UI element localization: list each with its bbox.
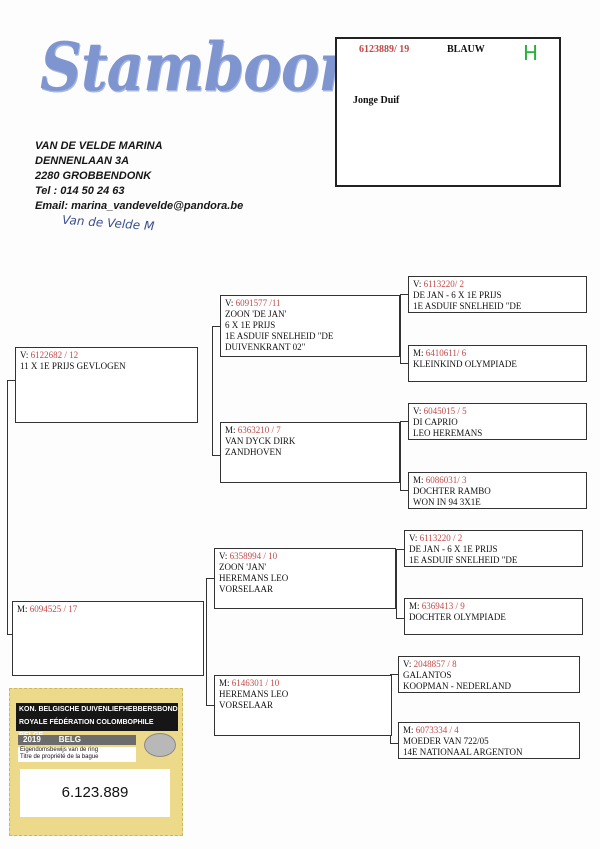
pedigree-box-fm: M: 6363210 / 7 VAN DYCK DIRK ZANDHOVEN [220, 422, 400, 483]
handwritten-signature: Van de Velde M [61, 212, 155, 234]
pedigree-box-mother: M: 6094525 / 17 [12, 601, 204, 676]
pedigree-box-mm: M: 6146301 / 10 HEREMANS LEO VORSELAAR [214, 675, 392, 736]
pedigree-box-mf: V: 6358994 / 10 ZOON 'JAN' HEREMANS LEO … [214, 548, 396, 609]
ring-number: 6045015 / 5 [423, 406, 467, 416]
card-sub-fr: Titre de propriété de la bague [20, 754, 99, 760]
ring-number: 6358994 / 10 [229, 551, 278, 561]
ring-certificate-card: KON. BELGISCHE DUIVENLIEFHEBBERSBOND ROY… [9, 688, 183, 836]
ring-number: 6146301 / 10 [231, 678, 280, 688]
ring-number: 6073334 / 4 [415, 725, 459, 735]
pedigree-box-father: V: 6122682 / 12 11 X 1E PRIJS GEVLOGEN [15, 347, 198, 423]
card-header: KON. BELGISCHE DUIVENLIEFHEBBERSBOND ROY… [16, 703, 178, 739]
pigeon-ring-number: 6123889/ 19 [359, 44, 410, 55]
pedigree-box-mfm: M: 6369413 / 9 DOCHTER OLYMPIADE [404, 598, 583, 635]
ring-number: 6113220/ 2 [423, 279, 465, 289]
card-sub-nl: Eigendomsbewijs van de ring [20, 747, 99, 753]
ring-number: 6363210 / 7 [237, 425, 281, 435]
ring-number: 2048857 / 8 [413, 659, 457, 669]
connector-gen3-2 [400, 421, 409, 491]
pigeon-main-box: 6123889/ 19 BLAUW H Jonge Duif [335, 37, 561, 187]
ring-number: 6091577 /11 [235, 298, 281, 308]
card-year: 2019 [23, 735, 41, 744]
pedigree-box-mmf: V: 2048857 / 8 GALANTOS KOOPMAN - NEDERL… [398, 656, 580, 693]
ring-number: 6113220 / 2 [419, 533, 463, 543]
ring-number: 6094525 / 17 [29, 604, 78, 614]
owner-email: Email: marina_vandevelde@pandora.be [35, 200, 244, 212]
card-year-bar: 2019 BELG [18, 735, 136, 745]
pigeon-note: Jonge Duif [353, 95, 400, 106]
pedigree-box-ff: V: 6091577 /11 ZOON 'DE JAN' 6 X 1E PRIJ… [220, 295, 400, 357]
owner-tel: Tel : 014 50 24 63 [35, 185, 125, 197]
owner-name: VAN DE VELDE MARINA [35, 140, 163, 152]
card-org-nl: KON. BELGISCHE DUIVENLIEFHEBBERSBOND [19, 706, 178, 713]
owner-info: VAN DE VELDE MARINA DENNENLAAN 3A 2280 G… [35, 139, 243, 214]
card-country: BELG [58, 735, 82, 744]
pedigree-box-mff: V: 6113220 / 2 DE JAN - 6 X 1E PRIJS 1E … [404, 530, 583, 567]
connector-gen3-1 [400, 294, 409, 364]
connector-gen1 [7, 380, 16, 635]
ring-number: 6410611/ 6 [425, 348, 467, 358]
pedigree-box-mmm: M: 6073334 / 4 MOEDER VAN 722/05 14E NAT… [398, 722, 580, 759]
ring-number: 6369413 / 9 [421, 601, 465, 611]
card-ring-number: 6.123.889 [20, 769, 170, 817]
pedigree-box-ffm: M: 6410611/ 6 KLEINKIND OLYMPIADE [408, 345, 587, 382]
connector-gen2-top [212, 326, 221, 456]
pedigree-box-fff: V: 6113220/ 2 DE JAN - 6 X 1E PRIJS 1E A… [408, 276, 587, 313]
pigeon-emblem-icon [144, 733, 176, 757]
connector-gen3-3 [396, 549, 405, 619]
owner-street: DENNENLAAN 3A [35, 155, 130, 167]
pigeon-sex-mark: H [523, 41, 539, 65]
connector-gen2-bottom [206, 578, 215, 706]
pedigree-box-fmf: V: 6045015 / 5 DI CAPRIO LEO HEREMANS [408, 403, 587, 440]
stamboom-logo: Stamboom [40, 28, 380, 107]
ring-number: 6122682 / 12 [30, 350, 79, 360]
pedigree-box-fmm: M: 6086031/ 3 DOCHTER RAMBO WON IN 94 3X… [408, 472, 587, 509]
owner-city: 2280 GROBBENDONK [35, 170, 152, 182]
ring-number: 6086031/ 3 [425, 475, 467, 485]
pigeon-color: BLAUW [447, 44, 485, 55]
card-subtitle: Eigendomsbewijs van de ring Titre de pro… [18, 747, 136, 762]
